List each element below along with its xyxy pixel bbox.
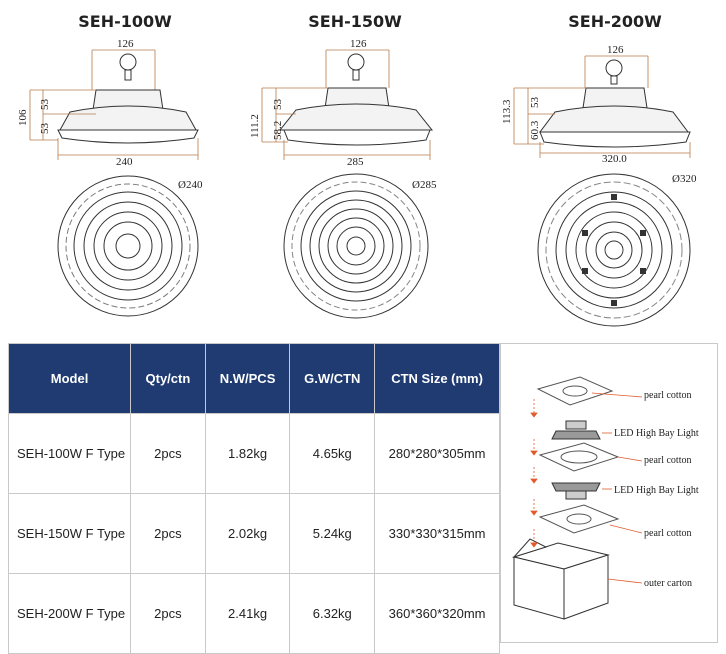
label-led-light-2: LED High Bay Light [614,485,699,496]
packing-spec-table: Model Qty/ctn N.W/PCS G.W/CTN CTN Size (… [7,343,500,654]
label-pearl-cotton-3: pearl cotton [644,528,691,539]
packing-diagram: pearl cotton LED High Bay Light pearl co… [500,343,718,643]
model-title-100w: SEH-100W [78,12,172,31]
cell-ctn-size: 360*360*320mm [374,573,500,654]
cell-nw: 2.02kg [204,493,291,574]
col-header-gw: G.W/CTN [289,343,376,414]
top-view-100w: Ø240 [57,175,203,317]
cell-gw: 5.24kg [289,493,376,574]
dim-lower-height-100w: 53 [39,123,51,135]
col-header-qty: Qty/ctn [130,343,206,414]
cell-model: SEH-100W F Type [7,413,132,494]
cell-nw: 1.82kg [204,413,291,494]
dim-top-width-200w: 126 [607,44,624,56]
table-row: SEH-200W F Type 2pcs 2.41kg 6.32kg 360*3… [7,573,500,654]
cell-ctn-size: 280*280*305mm [374,413,500,494]
top-view-150w: Ø285 [283,173,437,319]
dim-upper-height-200w: 53 [529,97,541,109]
carton-icon [512,538,610,620]
cell-model: SEH-200W F Type [7,573,132,654]
table-row: SEH-150W F Type 2pcs 2.02kg 5.24kg 330*3… [7,493,500,574]
dim-total-height-150w: 111.2 [249,114,261,138]
cell-qty: 2pcs [130,493,206,574]
side-view-150w: 126 111.2 53 58.2 285 [249,38,434,168]
cell-qty: 2pcs [130,413,206,494]
label-outer-carton: outer carton [644,578,692,589]
dim-diameter-200w: Ø320 [672,173,697,185]
dim-base-width-100w: 240 [116,156,133,168]
label-led-light-1: LED High Bay Light [614,428,699,439]
table-header-row: Model Qty/ctn N.W/PCS G.W/CTN CTN Size (… [7,343,500,414]
model-title-150w: SEH-150W [308,12,402,31]
dim-upper-height-150w: 53 [272,99,284,111]
cell-nw: 2.41kg [204,573,291,654]
side-view-200w: 126 113.3 53 60.3 320.0 [501,44,691,165]
dim-upper-height-100w: 53 [39,99,51,111]
cell-gw: 4.65kg [289,413,376,494]
dim-base-width-150w: 285 [347,156,364,168]
dim-top-width-100w: 126 [117,38,134,50]
label-pearl-cotton-2: pearl cotton [644,455,691,466]
dim-total-height-200w: 113.3 [501,99,513,124]
dimension-drawings: 126 106 53 53 240 Ø240 126 [17,38,697,327]
dim-top-width-150w: 126 [350,38,367,50]
dim-diameter-150w: Ø285 [412,179,437,191]
label-pearl-cotton-1: pearl cotton [644,390,691,401]
cell-gw: 6.32kg [289,573,376,654]
dim-base-width-200w: 320.0 [602,153,627,165]
side-view-100w: 126 106 53 53 240 [17,38,199,168]
cell-model: SEH-150W F Type [7,493,132,574]
light-icon [551,420,601,440]
model-title-200w: SEH-200W [568,12,662,31]
top-view-200w: Ø320 [537,173,697,327]
cell-qty: 2pcs [130,573,206,654]
col-header-model: Model [7,343,132,414]
table-row: SEH-100W F Type 2pcs 1.82kg 4.65kg 280*2… [7,413,500,494]
col-header-nw: N.W/PCS [204,343,291,414]
dim-total-height-100w: 106 [17,109,29,126]
dim-lower-height-150w: 58.2 [272,121,284,140]
light-icon [551,482,601,500]
dim-diameter-100w: Ø240 [178,179,203,191]
dim-lower-height-200w: 60.3 [529,120,541,140]
cell-ctn-size: 330*330*315mm [374,493,500,574]
col-header-ctn-size: CTN Size (mm) [374,343,500,414]
